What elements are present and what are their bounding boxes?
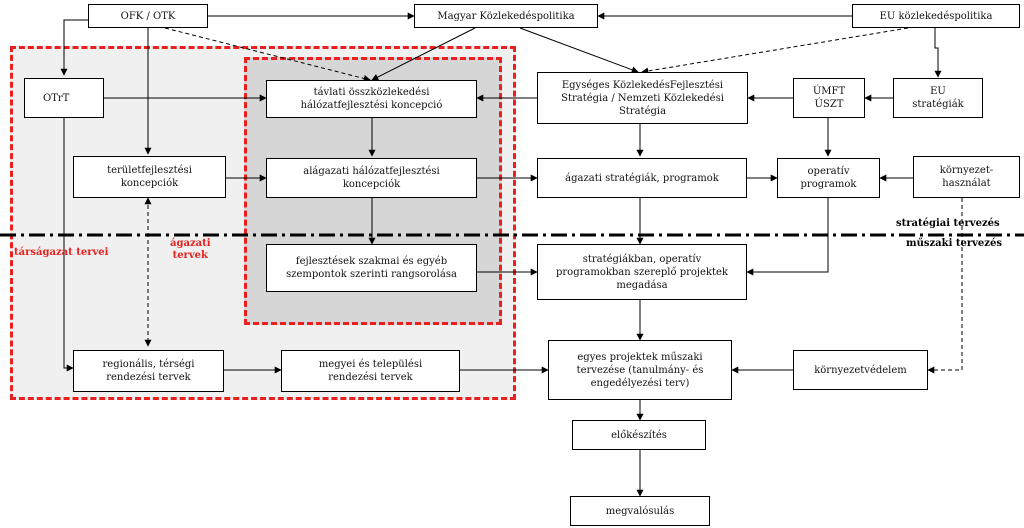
node-kornyezetvedelem: környezetvédelem [793, 350, 928, 390]
node-elokeszites: előkészítés [572, 420, 706, 450]
edge-magyar-egyseges [519, 27, 639, 74]
edge-ofk-otrt [60, 19, 88, 76]
node-teruletfejlesztesi-koncepciok: területfejlesztési koncepciók [73, 156, 226, 198]
edge-operativ-strategiakban [746, 198, 829, 276]
node-egyes-projektek-tervezese: egyes projektek műszaki tervezése (tanul… [548, 340, 732, 400]
node-regionalis-tervek: regionális, térségi rendezési tervek [73, 350, 224, 392]
node-tavlati-koncepcio: távlati összközlekedési hálózatfejleszté… [266, 80, 477, 118]
node-fejlesztesek-rangsorolasa: fejlesztések szakmai és egyéb szempontok… [266, 244, 477, 292]
edge-ofk-tavlati [164, 27, 371, 82]
node-agazati-strategiak: ágazati stratégiák, programok [537, 158, 747, 198]
node-megyei-telepulesi-tervek: megyei és települési rendezési tervek [281, 350, 460, 392]
node-alagazati-koncepciok: alágazati hálózatfejlesztési koncepciók [266, 158, 477, 198]
node-umft-uszt: ÚMFT ÚSZT [793, 78, 865, 118]
edge-magyar-tavlati [371, 27, 476, 81]
edge-kornyhasz-kornyved [927, 198, 963, 374]
node-magyar-kozlekedespolitika: Magyar Közlekedéspolitika [414, 4, 598, 28]
edge-eupol-egyseges [641, 27, 909, 75]
node-egyseges-strategia: Egységes KözlekedésFejlesztési Stratégia… [537, 72, 748, 124]
node-strategiakban-projektek: stratégiákban, operatív programokban sze… [537, 244, 747, 300]
node-otrt: OTrT [24, 78, 104, 118]
node-ofk-otk: OFK / OTK [88, 4, 208, 28]
node-kornyezethasznalat: környezet- használat [913, 156, 1020, 198]
label-strategiai-tervezes: stratégiai tervezés [896, 218, 1000, 229]
label-tarsagazat-tervei: társágazat tervei [14, 247, 109, 258]
node-eu-kozlekedespolitika: EU közlekedéspolitika [852, 4, 1020, 28]
label-muszaki-tervezes: műszaki tervezés [906, 238, 1002, 249]
node-eu-strategiak: EU stratégiák [893, 78, 983, 118]
edge-otrt-regionalis [63, 118, 74, 372]
node-megvalosulas: megvalósulás [570, 496, 710, 526]
label-agazati-tervek: ágazati tervek [170, 238, 211, 261]
node-operativ-programok: operatív programok [777, 158, 880, 198]
edge-eupol-eustrat [934, 28, 942, 78]
